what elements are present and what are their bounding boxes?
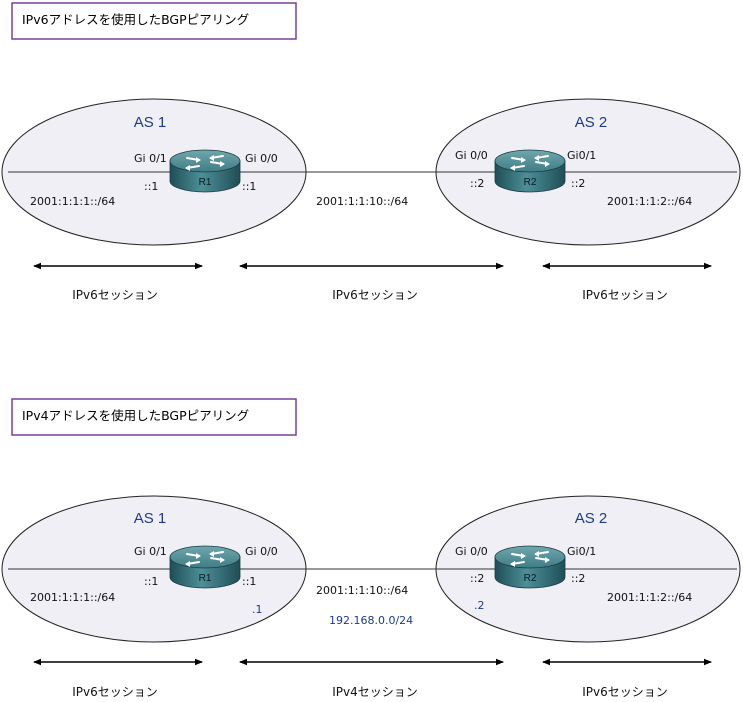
net-mid: 2001:1:1:10::/64 [316, 584, 408, 597]
session-right: IPv6セッション [582, 288, 668, 302]
as1-label: AS 1 [134, 510, 167, 527]
session-mid: IPv6セッション [332, 288, 418, 302]
r1-if-right: Gi 0/0 [245, 152, 278, 165]
r1-addr-right: ::1 [242, 575, 256, 588]
r2-addr-right: ::2 [571, 572, 585, 585]
r1-if-right: Gi 0/0 [245, 545, 278, 558]
session-left: IPv6セッション [72, 685, 158, 699]
r2-if-right: Gi0/1 [567, 545, 596, 558]
router-r2-name: R2 [524, 177, 537, 188]
r2-if-left: Gi 0/0 [455, 545, 488, 558]
diagram-ipv4-peering: IPv4アドレスを使用したBGPピアリング AS 1 AS 2 R1 R2 Gi… [1, 398, 741, 699]
net-right: 2001:1:1:2::/64 [607, 591, 692, 604]
session-mid: IPv4セッション [332, 685, 418, 699]
as2-label: AS 2 [575, 510, 608, 527]
r1-addr-right: ::1 [242, 180, 256, 193]
r2-addr-right: ::2 [571, 177, 585, 190]
diagram-ipv6-peering: IPv6アドレスを使用したBGPピアリング AS 1 AS 2 R1 R2 Gi… [1, 2, 741, 302]
r1-addr-left: ::1 [144, 180, 158, 193]
r2-if-right: Gi0/1 [567, 149, 596, 162]
r2-addr-left: ::2 [470, 177, 484, 190]
session-left: IPv6セッション [72, 288, 158, 302]
session-right: IPv6セッション [582, 685, 668, 699]
r2-addr-left: ::2 [470, 572, 484, 585]
r1-addr-left: ::1 [144, 575, 158, 588]
title-box [11, 2, 297, 40]
r2-ipv4-host: .2 [474, 599, 485, 612]
net-mid-ipv4: 192.168.0.0/24 [329, 614, 413, 627]
router-r1-name: R1 [199, 573, 212, 584]
as1-label: AS 1 [134, 114, 167, 131]
router-r2-name: R2 [524, 573, 537, 584]
title-box [11, 398, 297, 436]
r2-if-left: Gi 0/0 [455, 149, 488, 162]
router-r1-name: R1 [199, 177, 212, 188]
net-left: 2001:1:1:1::/64 [30, 195, 115, 208]
net-mid: 2001:1:1:10::/64 [316, 195, 408, 208]
net-left: 2001:1:1:1::/64 [30, 591, 115, 604]
r1-ipv4-host: .1 [252, 603, 263, 616]
net-right: 2001:1:1:2::/64 [607, 195, 692, 208]
as2-label: AS 2 [575, 114, 608, 131]
diagram-title: IPv6アドレスを使用したBGPピアリング [22, 12, 249, 27]
r1-if-left: Gi 0/1 [134, 152, 167, 165]
diagram-title: IPv4アドレスを使用したBGPピアリング [22, 408, 249, 423]
r1-if-left: Gi 0/1 [134, 545, 167, 558]
